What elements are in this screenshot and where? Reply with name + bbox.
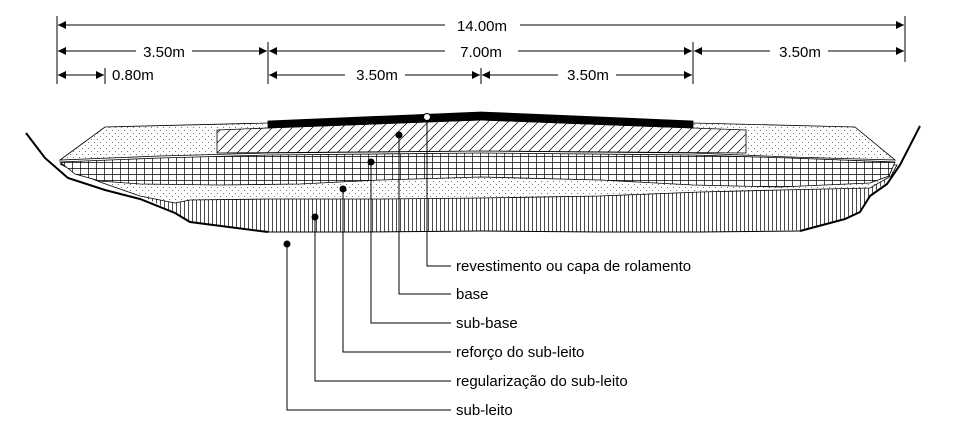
label-revestimento: revestimento ou capa de rolamento [456, 258, 691, 275]
marker-subleito [283, 240, 291, 248]
dimension-ticks [56, 16, 906, 84]
marker-revestimento [423, 113, 431, 121]
leader-regularizacao [314, 217, 451, 382]
dimension-right-lane: 3.50m [482, 67, 692, 84]
label-subbase: sub-base [456, 315, 518, 332]
dimension-right-lane-label: 3.50m [567, 67, 609, 84]
ground-line-bottom [268, 230, 801, 233]
label-regularizacao: regularização do sub-leito [456, 373, 628, 390]
dimension-offset: 0.80m [58, 67, 154, 84]
dimension-left-shoulder: 3.50m [58, 44, 267, 61]
marker-regularizacao [311, 213, 319, 221]
dimension-total: 14.00m [58, 18, 904, 35]
ground-line-right [799, 125, 921, 232]
leader-subbase [370, 162, 451, 324]
layer-leaders [286, 117, 451, 411]
marker-reforco [339, 185, 347, 193]
leader-subleito [286, 244, 451, 411]
leader-reforco [342, 189, 451, 353]
leader-revestimento [426, 117, 451, 267]
label-base: base [456, 286, 489, 303]
leader-markers [283, 113, 431, 248]
marker-base [395, 131, 403, 139]
layer-subbase [58, 152, 896, 188]
ground-line-left [25, 132, 269, 233]
label-subleito: sub-leito [456, 402, 513, 419]
layer-labels: revestimento ou capa de rolamento base s… [456, 258, 691, 419]
layer-revestimento [267, 111, 694, 129]
dimension-right-shoulder-label: 3.50m [779, 44, 821, 61]
dimension-pavement: 7.00m [269, 44, 692, 61]
dimension-offset-label: 0.80m [112, 67, 154, 84]
dimension-lines: 14.00m 3.50m 7.00m 3.50m 0.80m [56, 16, 906, 84]
dimension-total-label: 14.00m [457, 18, 507, 35]
dimension-right-shoulder: 3.50m [694, 44, 904, 61]
cross-section [25, 111, 921, 233]
dimension-left-shoulder-label: 3.50m [143, 44, 185, 61]
marker-subbase [367, 158, 375, 166]
dimension-left-lane: 3.50m [269, 67, 480, 84]
dimension-left-lane-label: 3.50m [356, 67, 398, 84]
leader-base [398, 135, 451, 295]
label-reforco: reforço do sub-leito [456, 344, 584, 361]
dimension-pavement-label: 7.00m [460, 44, 502, 61]
